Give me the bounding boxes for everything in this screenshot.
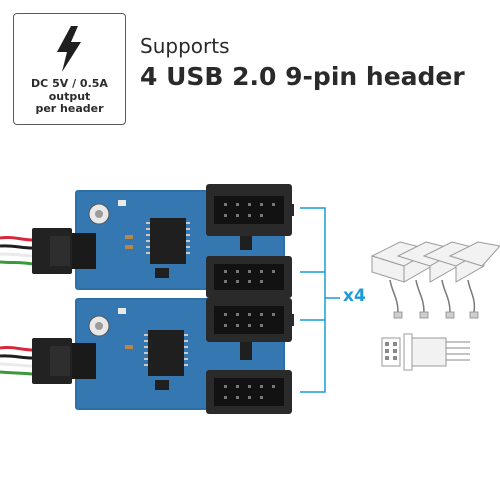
power-spec-text: DC 5V / 0.5A output per header [14, 77, 125, 116]
header-connector-1 [206, 184, 294, 236]
upper-plug [32, 228, 96, 274]
header-connector-3 [206, 298, 294, 342]
lightning-bolt-icon [57, 26, 81, 72]
lower-plug [32, 338, 96, 384]
upper-cable [0, 235, 33, 266]
spec-line-2: output [48, 89, 91, 103]
header-connector-4 [206, 370, 292, 414]
headline: 4 USB 2.0 9-pin header [140, 62, 465, 91]
lower-cable [0, 345, 33, 376]
callout-bracket [300, 207, 340, 393]
supports-label: Supports [140, 34, 230, 58]
quantity-callout: x4 [343, 286, 366, 306]
header-connector-2 [206, 256, 292, 298]
spec-line-3: per header [35, 102, 104, 115]
spec-line-1: DC 5V / 0.5A [31, 77, 108, 90]
pin-header-diagram [381, 333, 470, 371]
power-spec-box: DC 5V / 0.5A output per header [13, 13, 126, 125]
usb-drive-cables [389, 279, 476, 313]
usb-drives-illustration [370, 241, 500, 283]
usb-drive-plugs [393, 311, 479, 319]
